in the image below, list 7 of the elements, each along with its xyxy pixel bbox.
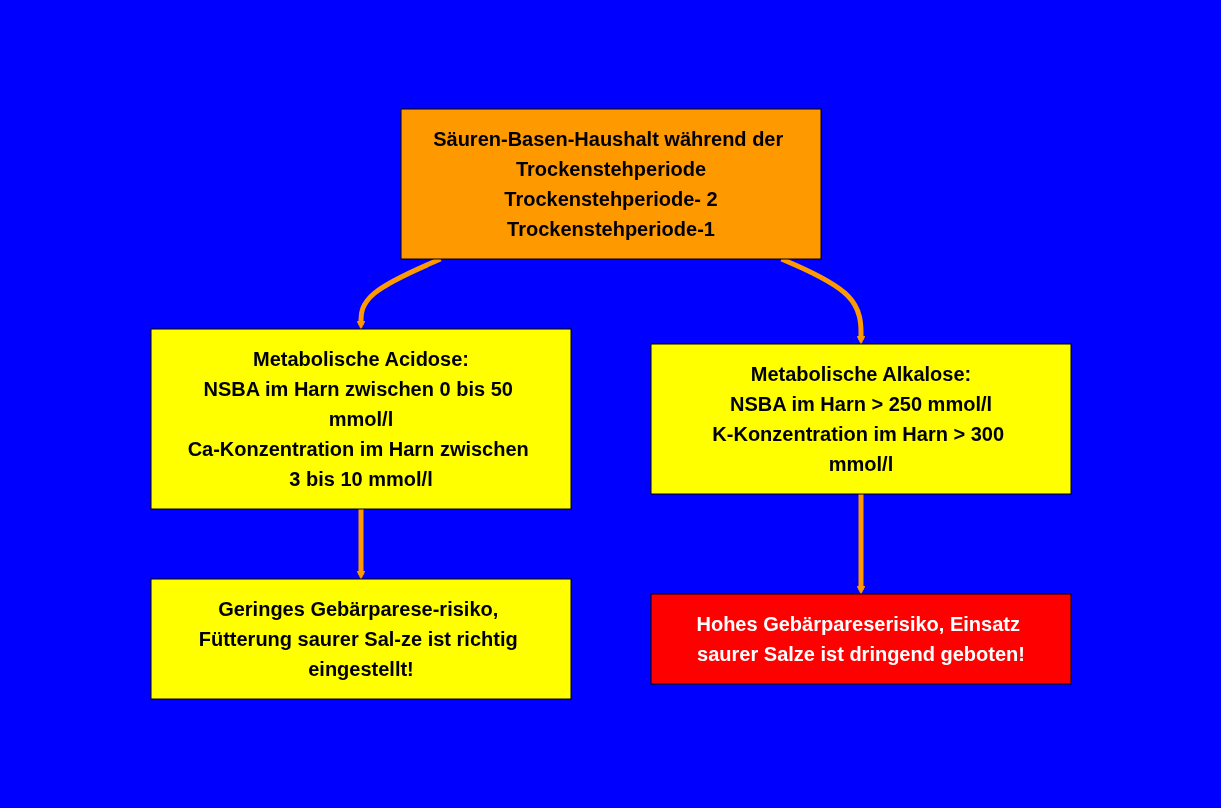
arrow [356,509,365,580]
node-box: Säuren-Basen-Haushalt während der Trockenstehperiode Trockenstehperiode- 2 Trockenstehperiode-1 [400,108,821,260]
node-box: Metabolische Alkalose: NSBA im Harn > 250 mmol/l K-Konzentration im Harn > 300 mmol/l [650,343,1071,495]
node-box: Geringes Gebärparese-risiko, Fütterung saurer Sal-ze ist richtig eingestellt! [150,578,571,700]
arrow [856,494,865,595]
node-box: Hohes Gebärpareserisiko, Einsatz saurer Salze ist dringend geboten! [650,593,1071,685]
node-box: Metabolische Acidose: NSBA im Harn zwischen 0 bis 50 mmol/l Ca-Konzentration im Harn zwischen 3 bis 10 mmol/l [150,328,571,510]
